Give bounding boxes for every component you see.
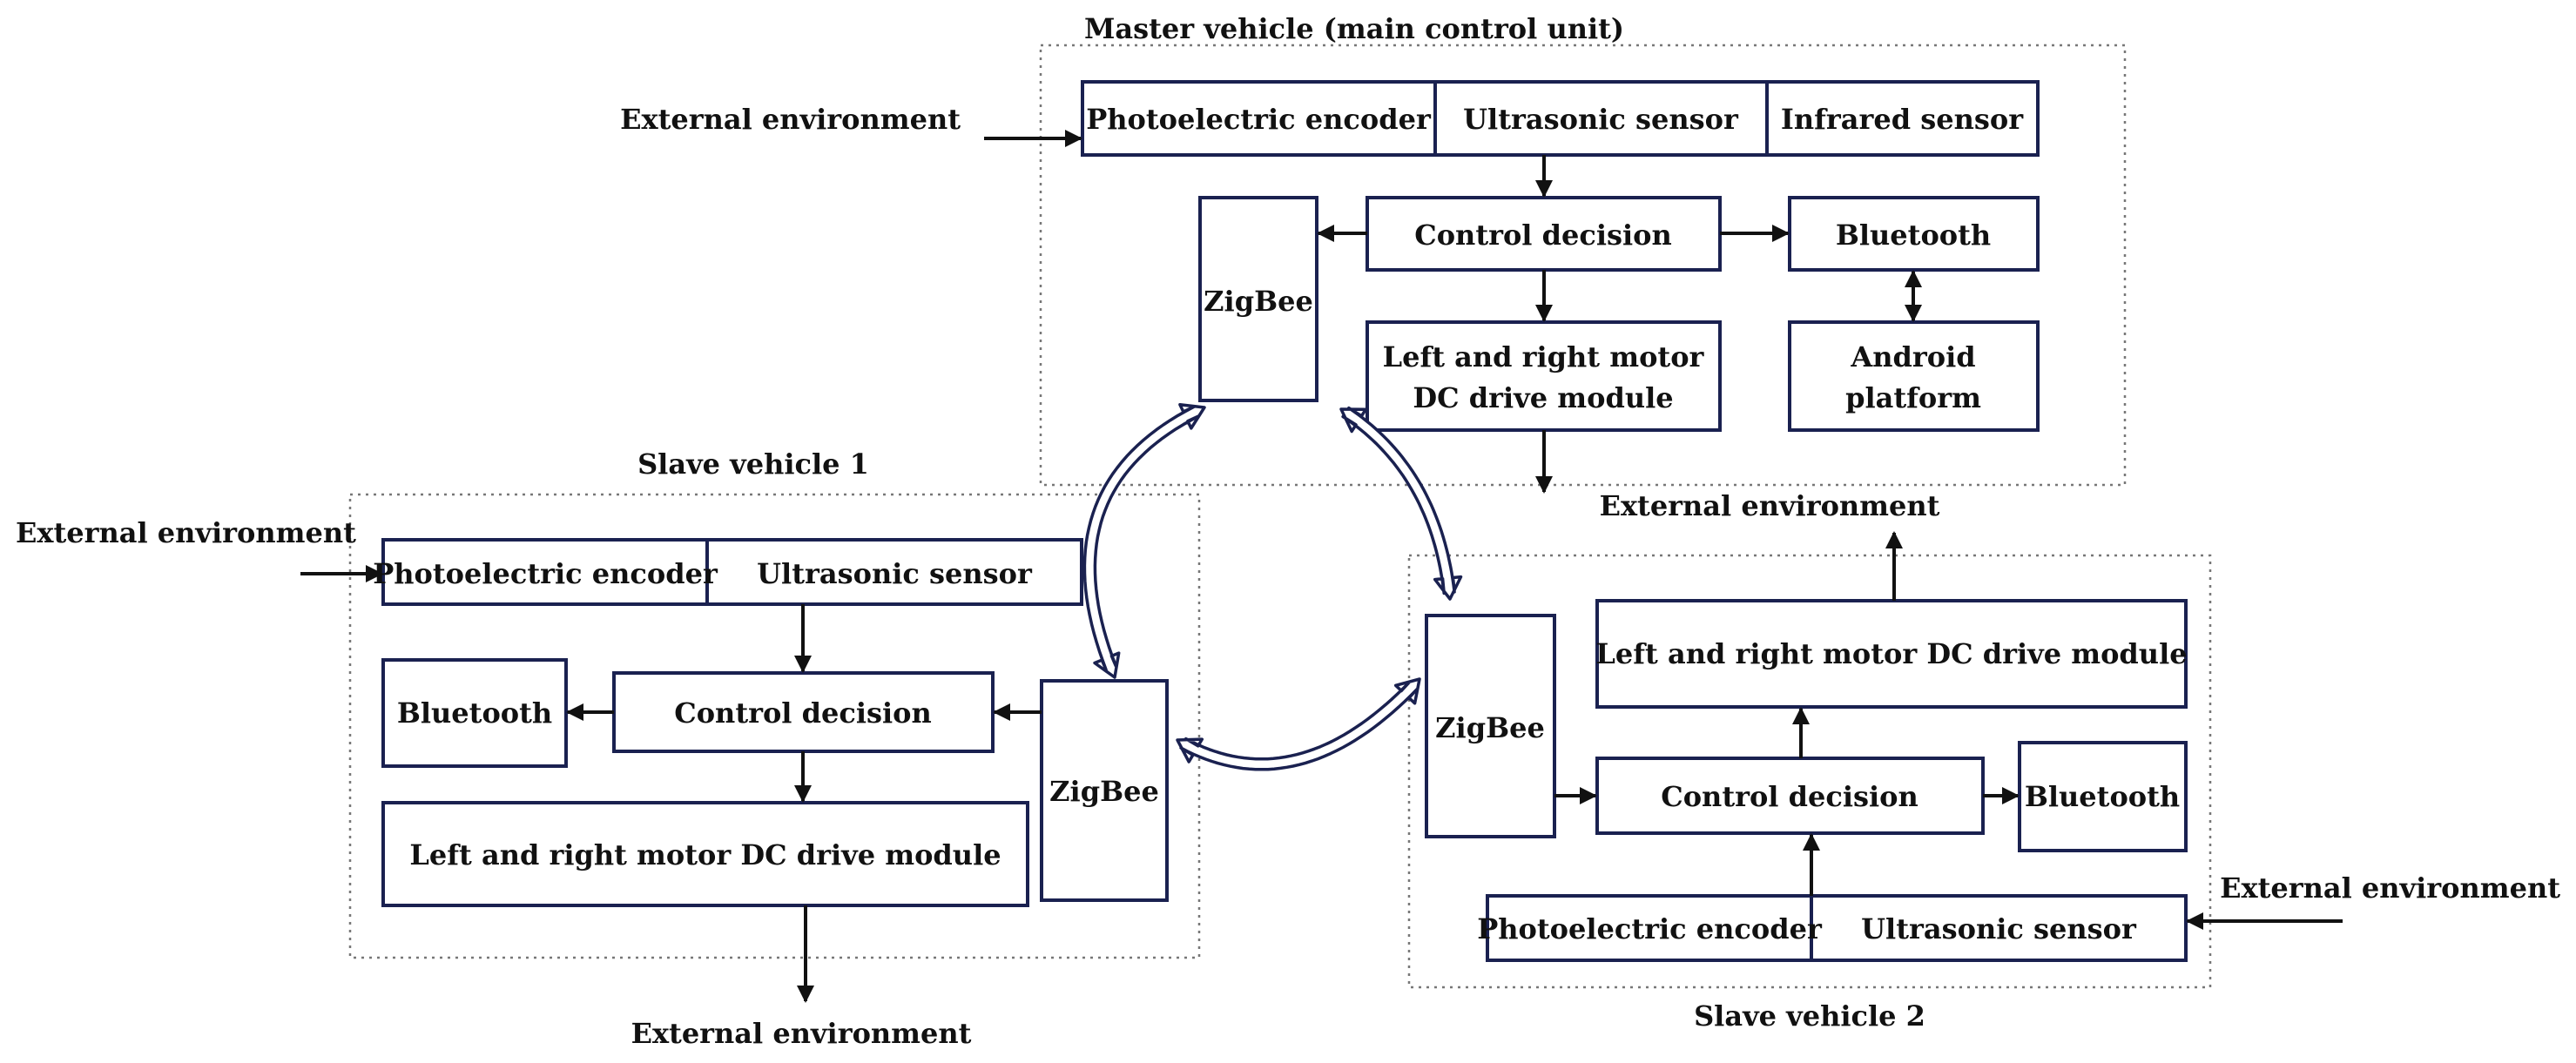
slave2-motor-drive-label: Left and right motor DC drive module	[1595, 637, 2187, 670]
slave-vehicle-2-group: Slave vehicle 2 External environment Zig…	[1407, 531, 2560, 1033]
master-infrared-sensor-label: Infrared sensor	[1781, 103, 2024, 136]
master-slave2-zigbee-link	[1339, 406, 1463, 601]
slave-vehicle-1-boundary	[348, 493, 1201, 959]
master-zigbee-box	[1198, 196, 1318, 402]
master-ultrasonic-sensor-box	[1433, 80, 1769, 157]
slave1-external-environment-output: External environment	[631, 1017, 972, 1050]
slave1-zigbee-label: ZigBee	[1049, 775, 1159, 808]
slave1-sensor-bar: Photoelectric encoder Ultrasonic sensor	[373, 538, 1083, 606]
slave2-external-environment-input: External environment	[2220, 871, 2560, 905]
zigbee-wireless-links	[1082, 403, 1463, 771]
slave1-zigbee-box	[1040, 679, 1169, 902]
slave1-slave2-zigbee-link	[1176, 677, 1421, 771]
slave1-photoelectric-encoder-box	[381, 538, 709, 606]
master-photoelectric-encoder-box	[1081, 80, 1437, 157]
slave1-motor-drive-box	[381, 801, 1029, 907]
master-ultrasonic-sensor-label: Ultrasonic sensor	[1463, 103, 1739, 136]
slave-vehicle-1-group: Slave vehicle 1 External environment Pho…	[16, 447, 1201, 1050]
master-vehicle-title: Master vehicle (main control unit)	[1084, 12, 1624, 45]
master-android-platform-box	[1788, 320, 2040, 432]
master-sensor-bar: Photoelectric encoder Ultrasonic sensor …	[1081, 80, 2040, 157]
slave2-zigbee-box	[1425, 614, 1556, 838]
master-infrared-sensor-box	[1765, 80, 2040, 157]
slave-vehicle-2-title: Slave vehicle 2	[1694, 999, 1925, 1033]
slave1-photoelectric-encoder-label: Photoelectric encoder	[373, 557, 718, 590]
slave2-sensor-bar: Photoelectric encoder Ultrasonic sensor	[1477, 894, 2188, 962]
slave1-control-decision-label: Control decision	[674, 696, 932, 730]
slave2-control-decision-label: Control decision	[1661, 780, 1919, 813]
master-motor-drive-label-line1: Left and right motor	[1383, 340, 1705, 373]
master-motor-drive-label-line2: DC drive module	[1413, 381, 1673, 414]
master-android-platform-label-line2: platform	[1845, 381, 1981, 414]
slave1-motor-drive-label: Left and right motor DC drive module	[409, 838, 1001, 871]
master-external-environment-output: External environment	[1600, 489, 1940, 522]
slave-vehicle-1-title: Slave vehicle 1	[637, 447, 869, 481]
master-vehicle-boundary	[1039, 44, 2127, 487]
slave2-bluetooth-label: Bluetooth	[2025, 780, 2180, 813]
slave2-motor-drive-box	[1595, 599, 2188, 709]
slave-vehicle-2-boundary	[1407, 554, 2212, 989]
master-control-decision-label: Control decision	[1414, 219, 1672, 252]
master-slave1-zigbee-link	[1082, 403, 1206, 679]
master-vehicle-group: Master vehicle (main control unit) Exter…	[620, 12, 2127, 522]
slave2-photoelectric-encoder-label: Photoelectric encoder	[1477, 912, 1823, 945]
master-photoelectric-encoder-label: Photoelectric encoder	[1086, 103, 1432, 136]
slave1-bluetooth-label: Bluetooth	[397, 696, 552, 730]
master-zigbee-label: ZigBee	[1204, 285, 1313, 318]
slave1-external-environment-input: External environment	[16, 516, 356, 549]
slave2-zigbee-label: ZigBee	[1435, 711, 1545, 744]
slave2-ultrasonic-sensor-label: Ultrasonic sensor	[1861, 912, 2137, 945]
master-android-platform-label-line1: Android	[1850, 340, 1975, 373]
slave2-bluetooth-box	[2018, 741, 2188, 852]
slave1-ultrasonic-sensor-box	[705, 538, 1083, 606]
master-bluetooth-label: Bluetooth	[1836, 219, 1991, 252]
slave1-bluetooth-box	[381, 658, 568, 768]
slave1-ultrasonic-sensor-label: Ultrasonic sensor	[757, 557, 1033, 590]
master-external-environment-input: External environment	[620, 103, 961, 136]
